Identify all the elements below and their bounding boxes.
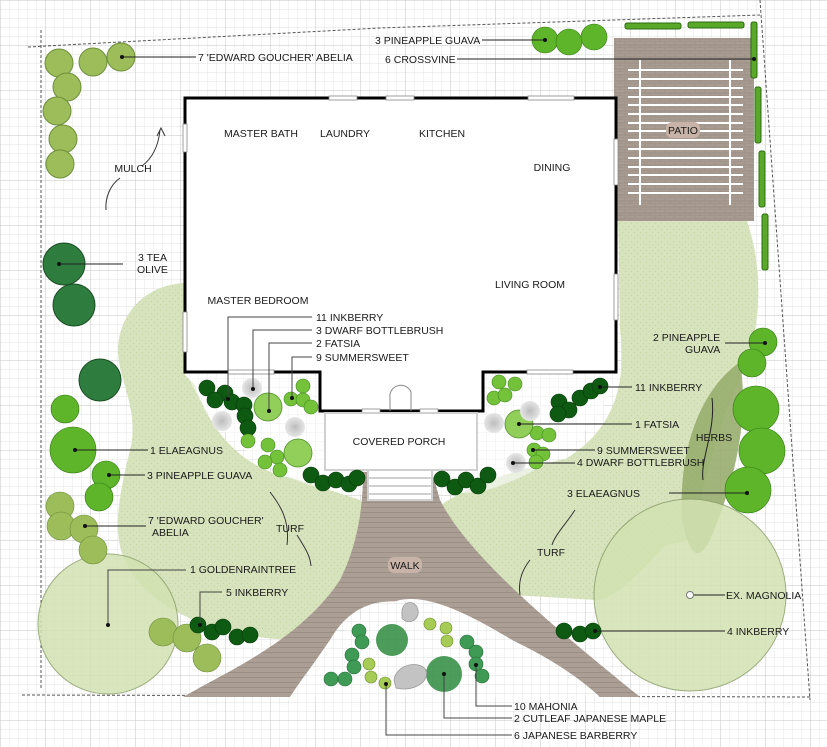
inkberry-11-right-label: 11 INKBERRY bbox=[635, 382, 702, 394]
elaeagnus-1-label: 1 ELAEAGNUS bbox=[150, 445, 223, 457]
walk-label-bg bbox=[388, 557, 422, 573]
japanese-barberry-label: 6 JAPANESE BARBERRY bbox=[514, 730, 637, 742]
pineapple-guava-top-label: 3 PINEAPPLE GUAVA bbox=[375, 35, 480, 47]
left-shrubs bbox=[45, 394, 222, 673]
master-bedroom-label: MASTER BEDROOM bbox=[208, 295, 309, 307]
living-room-label: LIVING ROOM bbox=[495, 279, 565, 291]
inkberry-groups bbox=[189, 377, 609, 646]
elaeagnus-3-label: 3 ELAEAGNUS bbox=[567, 488, 640, 500]
tea-olive-label-1: 3 TEA bbox=[138, 252, 167, 264]
abelia-left-label-1: 7 'EDWARD GOUCHER' bbox=[148, 515, 264, 527]
dwarf-bottlebrush-3-label: 3 DWARF BOTTLEBRUSH bbox=[316, 325, 443, 337]
covered-porch bbox=[324, 412, 478, 501]
mahonia-group bbox=[323, 623, 490, 687]
herbs-arrow bbox=[702, 397, 714, 481]
abelia-left-label-2: ABELIA bbox=[152, 527, 189, 539]
crossvine-strips bbox=[624, 21, 769, 271]
fatsia-2-label: 2 FATSIA bbox=[316, 338, 360, 350]
mulch-label: MULCH bbox=[114, 163, 151, 175]
goldenraintree-label: 1 GOLDENRAINTREE bbox=[190, 564, 296, 576]
inkberry-11-left-label: 11 INKBERRY bbox=[316, 312, 383, 324]
kitchen-label: KITCHEN bbox=[419, 128, 465, 140]
windows bbox=[182, 95, 619, 414]
summersweet-groups bbox=[240, 374, 557, 478]
walk bbox=[183, 472, 640, 697]
ex-magnolia-label: EX. MAGNOLIA bbox=[726, 590, 801, 602]
pineapple-guava-3-label: 3 PINEAPPLE GUAVA bbox=[147, 470, 252, 482]
mahonia-label: 10 MAHONIA bbox=[514, 701, 578, 713]
cutleaf-maple-label: 2 CUTLEAF JAPANESE MAPLE bbox=[514, 713, 666, 725]
pineapple-guava-top bbox=[531, 23, 608, 56]
laundry-label: LAUNDRY bbox=[320, 128, 370, 140]
turf-left-label: TURF bbox=[276, 523, 304, 535]
turf-area bbox=[117, 220, 755, 640]
right-shrubs bbox=[724, 327, 786, 514]
covered-porch-label: COVERED PORCH bbox=[353, 436, 446, 448]
dwarf-bottlebrush-4-label: 4 DWARF BOTTLEBRUSH bbox=[577, 457, 704, 469]
abelia-top-label: 7 'EDWARD GOUCHER' ABELIA bbox=[198, 52, 353, 64]
herbs-label: HERBS bbox=[696, 432, 732, 444]
house-outline bbox=[183, 96, 618, 413]
pineapple-guava-2-label-1: 2 PINEAPPLE bbox=[653, 332, 720, 344]
patio-label-bg bbox=[666, 122, 700, 138]
tea-olive-group bbox=[42, 242, 122, 402]
magnolia-center-marker bbox=[686, 591, 694, 599]
dining-label: DINING bbox=[534, 162, 571, 174]
inkberry-4-label: 4 INKBERRY bbox=[727, 626, 789, 638]
japanese-barberry-group bbox=[362, 617, 454, 690]
tea-olive-label-2: OLIVE bbox=[137, 264, 168, 276]
fatsia-1-label: 1 FATSIA bbox=[635, 419, 679, 431]
property-line bbox=[21, 0, 811, 701]
turf-right-label: TURF bbox=[537, 547, 565, 559]
front-door[interactable] bbox=[389, 384, 412, 411]
summersweet-9-left-label: 9 SUMMERSWEET bbox=[316, 352, 409, 364]
patio-label: PATIO bbox=[668, 125, 698, 137]
dwarf-bottlebrush bbox=[212, 378, 540, 473]
pineapple-guava-2-label-2: GUAVA bbox=[685, 344, 720, 356]
master-bath-label: MASTER BATH bbox=[224, 128, 298, 140]
walk-label: WALK bbox=[390, 560, 419, 572]
area-arrows bbox=[105, 126, 576, 596]
inkberry-5-label: 5 INKBERRY bbox=[226, 587, 288, 599]
summersweet-9-right-label: 9 SUMMERSWEET bbox=[597, 445, 690, 457]
boulders bbox=[393, 602, 427, 690]
crossvine-label: 6 CROSSVINE bbox=[385, 54, 456, 66]
leader-lines bbox=[57, 38, 767, 736]
